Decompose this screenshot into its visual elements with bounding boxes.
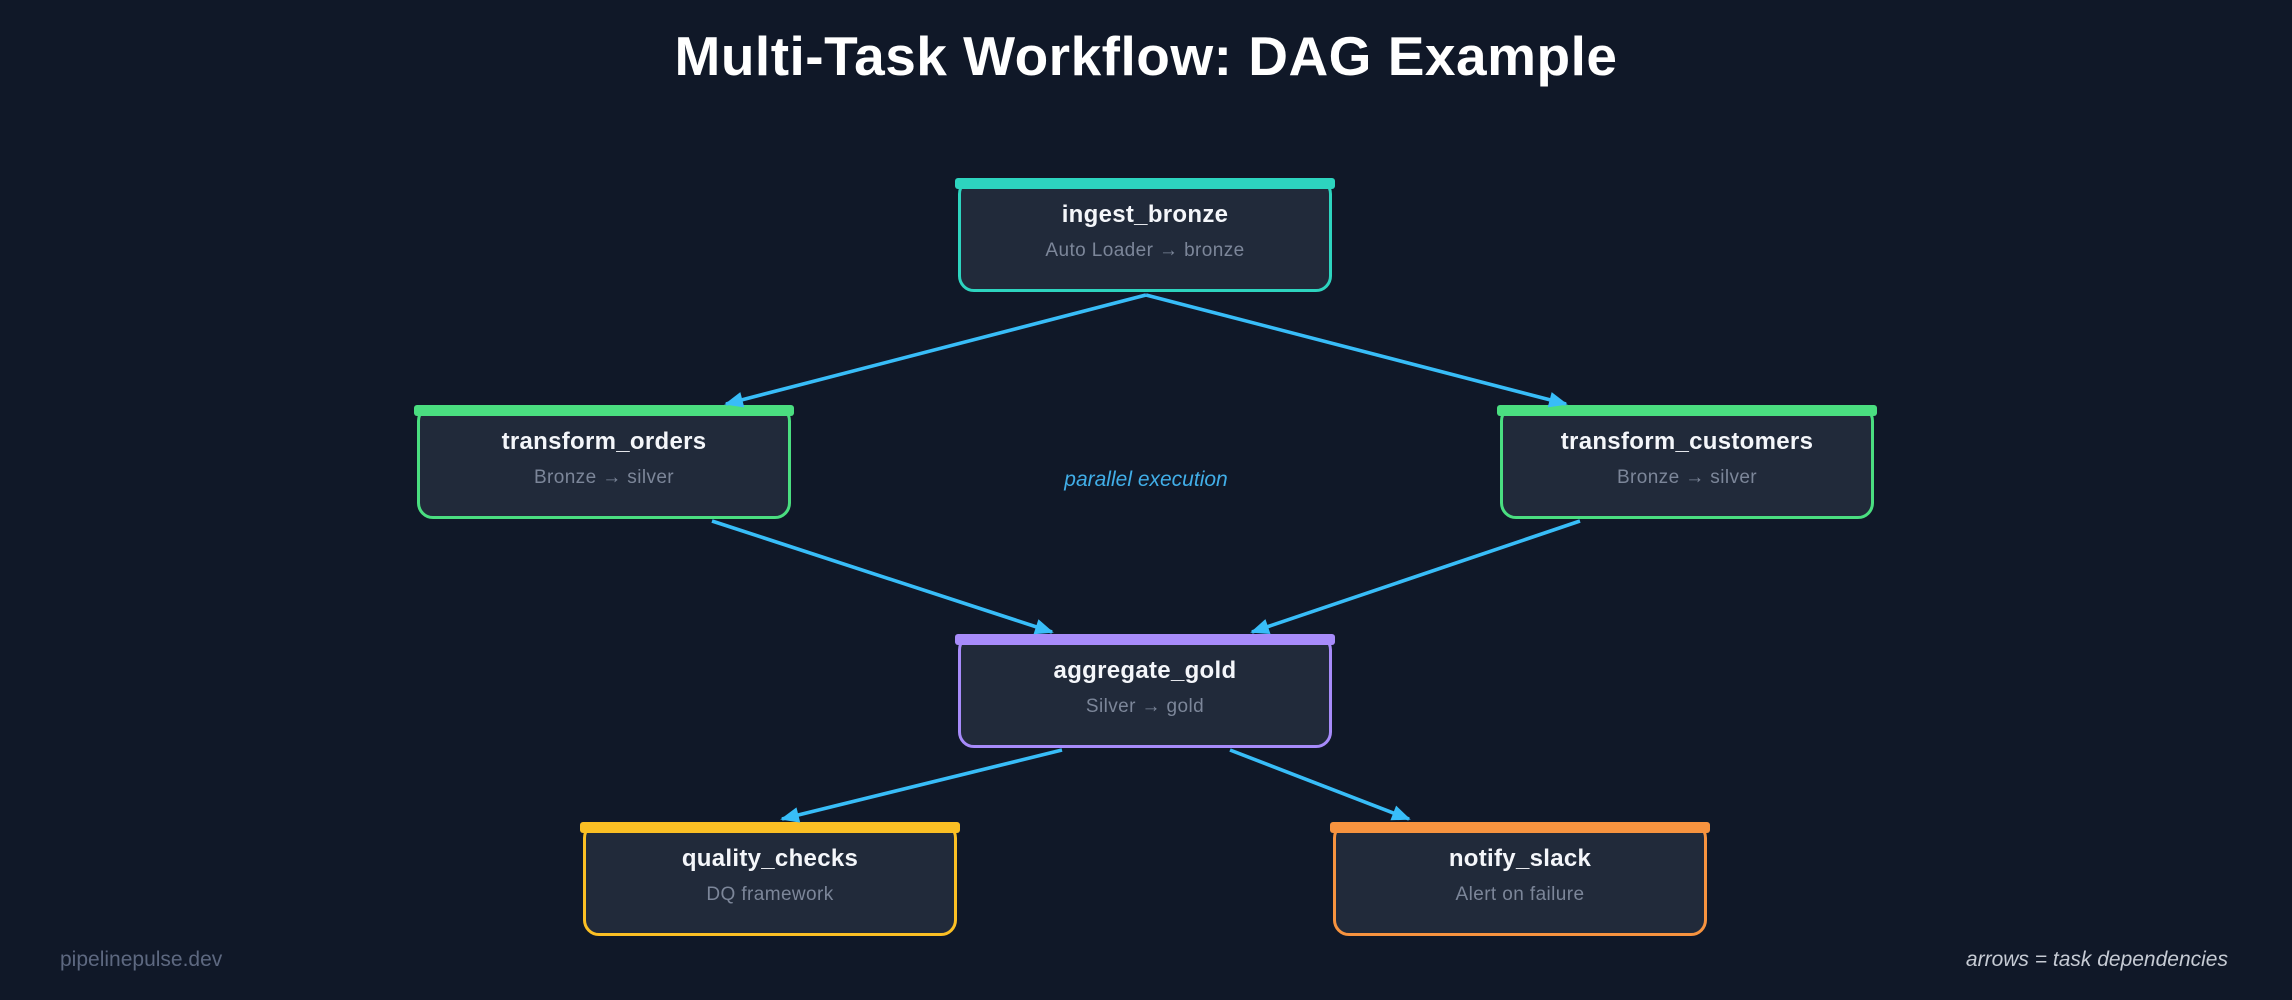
task-node-title: quality_checks	[681, 845, 859, 872]
task-node-notify-slack: notify_slack Alert on failure	[1330, 822, 1710, 936]
task-node-subtitle: Bronze → silver	[533, 467, 675, 488]
edge-aggregate_gold-to-quality_checks	[780, 748, 1063, 823]
edge-transform_customers-to-aggregate_gold	[1250, 519, 1581, 635]
parallel-execution-note: parallel execution	[1064, 468, 1228, 491]
task-node-title: transform_orders	[501, 428, 707, 455]
task-node-transform-orders: transform_orders Bronze → silver	[414, 405, 794, 519]
task-node-title: transform_customers	[1560, 428, 1814, 455]
task-node-subtitle: DQ framework	[706, 884, 834, 905]
edge-ingest_bronze-to-transform_orders	[724, 293, 1147, 408]
task-node-subtitle: Alert on failure	[1455, 884, 1585, 905]
page-title: Multi-Task Workflow: DAG Example	[674, 25, 1618, 87]
watermark-site-name: pipelinepulse.dev	[60, 948, 223, 971]
task-node-transform-customers: transform_customers Bronze → silver	[1497, 405, 1877, 519]
task-node-title: ingest_bronze	[1061, 201, 1229, 228]
task-node-title: notify_slack	[1448, 845, 1592, 872]
task-node-title: aggregate_gold	[1053, 657, 1237, 684]
task-node-ingest-bronze: ingest_bronze Auto Loader → bronze	[955, 178, 1335, 292]
edge-ingest_bronze-to-transform_customers	[1145, 293, 1568, 408]
task-node-subtitle: Bronze → silver	[1616, 467, 1758, 488]
task-node-quality-checks: quality_checks DQ framework	[580, 822, 960, 936]
edge-transform_orders-to-aggregate_gold	[711, 519, 1054, 635]
task-node-subtitle: Auto Loader → bronze	[1045, 240, 1245, 261]
legend-arrows-caption: arrows = task dependencies	[1965, 948, 2228, 971]
task-node-aggregate-gold: aggregate_gold Silver → gold	[955, 634, 1335, 748]
task-node-subtitle: Silver → gold	[1085, 696, 1205, 717]
edge-aggregate_gold-to-notify_slack	[1229, 748, 1411, 821]
